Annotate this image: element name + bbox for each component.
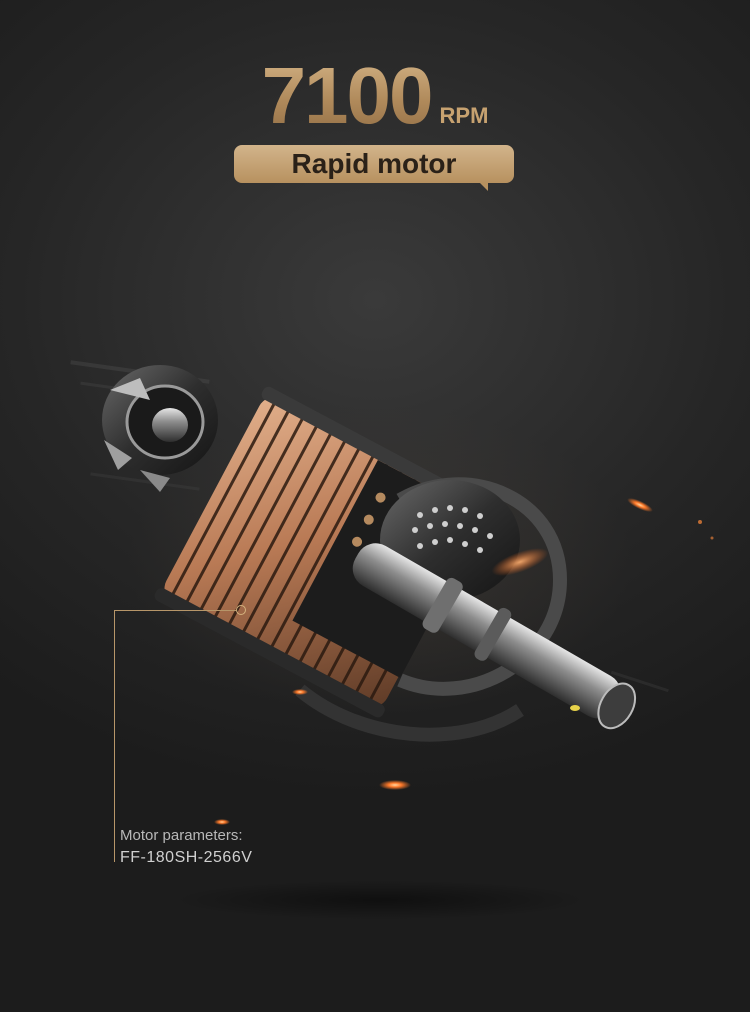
callout-line-horizontal [114, 610, 236, 611]
commutator-cap [102, 365, 218, 492]
sparks [214, 498, 714, 825]
speech-bubble-badge: Rapid motor [234, 145, 514, 191]
motor-model: FF-180SH-2566V [120, 849, 253, 866]
callout-line-vertical [114, 610, 115, 862]
floor-shadow [170, 880, 590, 920]
parameters-label: Motor parameters: [120, 827, 243, 844]
badge-label: Rapid motor [291, 148, 457, 179]
callout-dot-icon [236, 605, 246, 615]
rpm-unit: RPM [439, 103, 489, 128]
steel-shaft [352, 543, 637, 730]
speech-tail-icon [479, 182, 488, 191]
motor-illustration [70, 360, 714, 825]
callout-leader [114, 605, 246, 862]
rpm-value: 7100 [262, 48, 434, 144]
